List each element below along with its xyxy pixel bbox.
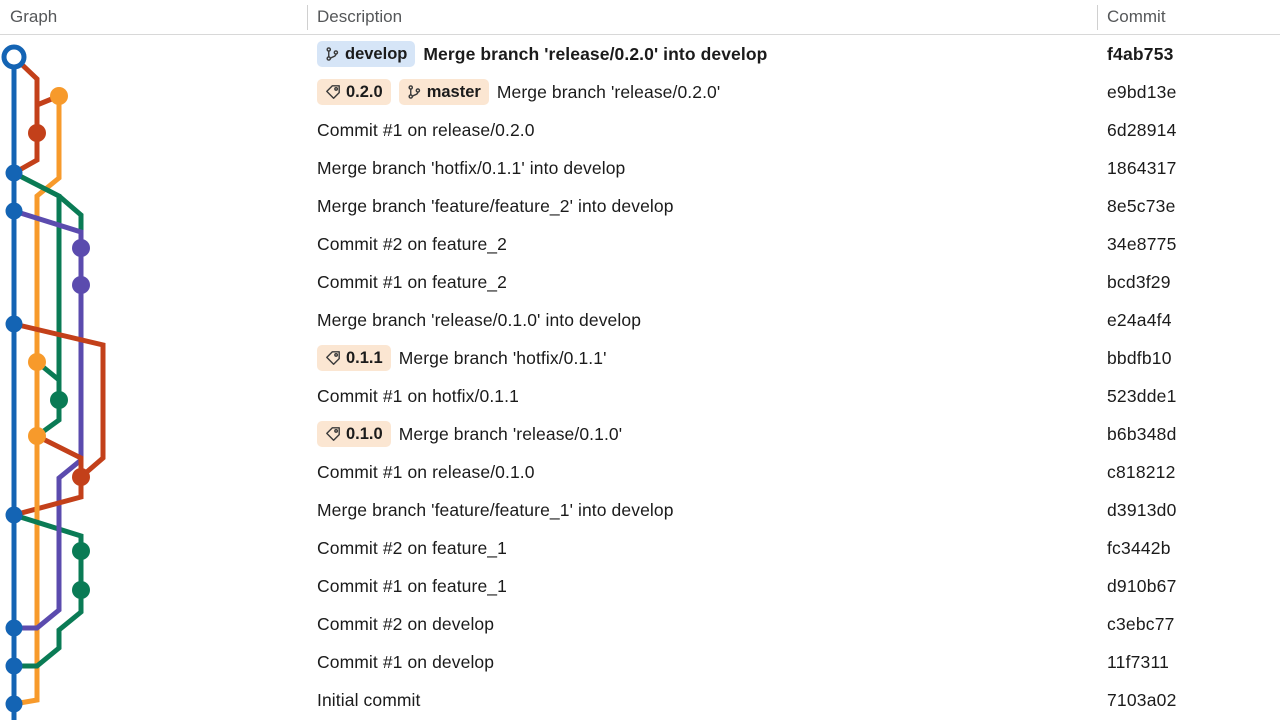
- ref-label: develop: [345, 44, 408, 63]
- commit-description-cell: 0.1.0 Merge branch 'release/0.1.0': [317, 415, 622, 453]
- commit-hash[interactable]: c818212: [1107, 461, 1176, 482]
- commit-description-cell: Merge branch 'hotfix/0.1.1' into develop: [317, 149, 625, 187]
- tag-badge-0.1.1[interactable]: 0.1.1: [317, 345, 391, 371]
- column-divider-graph-desc[interactable]: [307, 5, 308, 30]
- commit-message: Merge branch 'release/0.2.0' into develo…: [423, 43, 768, 64]
- commit-message: Merge branch 'hotfix/0.1.1' into develop: [317, 157, 626, 178]
- commit-message: Merge branch 'feature/feature_2' into de…: [317, 195, 674, 216]
- branch-badge-master[interactable]: master: [398, 79, 489, 105]
- commit-description-cell: 0.1.1 Merge branch 'hotfix/0.1.1': [317, 339, 607, 377]
- commit-hash[interactable]: fc3442b: [1107, 537, 1171, 558]
- commit-message: Commit #2 on feature_1: [317, 537, 507, 558]
- table-header: Graph Description Commit: [0, 0, 1280, 35]
- commit-description-cell: Commit #1 on develop: [317, 643, 494, 681]
- ref-label: 0.1.0: [346, 424, 383, 443]
- commit-row[interactable]: Commit #2 on develop c3ebc77: [0, 605, 1280, 643]
- column-header-graph[interactable]: Graph: [10, 7, 58, 26]
- commit-row[interactable]: 0.2.0 master Merge branch 'release/0.2.0' e…: [0, 73, 1280, 111]
- commit-hash[interactable]: d910b67: [1107, 575, 1177, 596]
- commit-hash[interactable]: 7103a02: [1107, 689, 1177, 710]
- commit-hash[interactable]: e9bd13e: [1107, 81, 1177, 102]
- commit-row[interactable]: Initial commit 7103a02: [0, 681, 1280, 719]
- column-divider-desc-commit[interactable]: [1097, 5, 1098, 30]
- commit-message: Commit #1 on hotfix/0.1.1: [317, 385, 519, 406]
- commit-hash[interactable]: 6d28914: [1107, 119, 1177, 140]
- commit-description-cell: Commit #1 on feature_2: [317, 263, 507, 301]
- ref-label: 0.1.1: [346, 348, 383, 367]
- commit-list[interactable]: develop Merge branch 'release/0.2.0' into…: [0, 35, 1280, 720]
- commit-row[interactable]: Commit #2 on feature_1 fc3442b: [0, 529, 1280, 567]
- tag-icon: [326, 351, 340, 365]
- commit-description-cell: Commit #2 on feature_2: [317, 225, 507, 263]
- commit-hash[interactable]: d3913d0: [1107, 499, 1177, 520]
- commit-message: Merge branch 'release/0.1.0': [398, 423, 623, 444]
- commit-description-cell: Commit #2 on develop: [317, 605, 494, 643]
- commit-message: Initial commit: [317, 689, 421, 710]
- commit-row[interactable]: Merge branch 'release/0.1.0' into develo…: [0, 301, 1280, 339]
- tag-badge-0.2.0[interactable]: 0.2.0: [317, 79, 391, 105]
- commit-message: Merge branch 'feature/feature_1' into de…: [317, 499, 674, 520]
- commit-message: Commit #1 on feature_2: [317, 271, 507, 292]
- git-branch-icon: [408, 85, 420, 99]
- commit-description-cell: Merge branch 'feature/feature_2' into de…: [317, 187, 674, 225]
- commit-description-cell: 0.2.0 master Merge branch 'release/0.2.0': [317, 73, 720, 111]
- commit-description-cell: Initial commit: [317, 681, 421, 719]
- commit-row[interactable]: develop Merge branch 'release/0.2.0' into…: [0, 35, 1280, 73]
- commit-row[interactable]: Merge branch 'hotfix/0.1.1' into develop…: [0, 149, 1280, 187]
- commit-row[interactable]: Merge branch 'feature/feature_2' into de…: [0, 187, 1280, 225]
- commit-description-cell: Commit #1 on hotfix/0.1.1: [317, 377, 519, 415]
- commit-description-cell: Merge branch 'feature/feature_1' into de…: [317, 491, 674, 529]
- commit-hash[interactable]: 34e8775: [1107, 233, 1177, 254]
- commit-row[interactable]: 0.1.0 Merge branch 'release/0.1.0' b6b348d: [0, 415, 1280, 453]
- commit-description-cell: Commit #1 on feature_1: [317, 567, 507, 605]
- commit-message: Commit #1 on release/0.1.0: [317, 461, 535, 482]
- tag-icon: [326, 85, 340, 99]
- commit-description-cell: develop Merge branch 'release/0.2.0' into…: [317, 35, 767, 73]
- commit-row[interactable]: Commit #1 on release/0.2.0 6d28914: [0, 111, 1280, 149]
- commit-message: Merge branch 'hotfix/0.1.1': [398, 347, 607, 368]
- commit-row[interactable]: Commit #2 on feature_2 34e8775: [0, 225, 1280, 263]
- column-header-description[interactable]: Description: [317, 7, 403, 26]
- git-branch-icon: [326, 47, 339, 61]
- commit-row[interactable]: Commit #1 on feature_2 bcd3f29: [0, 263, 1280, 301]
- commit-row[interactable]: Merge branch 'feature/feature_1' into de…: [0, 491, 1280, 529]
- commit-row[interactable]: Commit #1 on release/0.1.0 c818212: [0, 453, 1280, 491]
- commit-row[interactable]: Commit #1 on feature_1 d910b67: [0, 567, 1280, 605]
- commit-hash[interactable]: e24a4f4: [1107, 309, 1172, 330]
- commit-hash[interactable]: 11f7311: [1107, 651, 1170, 672]
- commit-row[interactable]: Commit #1 on develop 11f7311: [0, 643, 1280, 681]
- commit-hash[interactable]: 1864317: [1107, 157, 1177, 178]
- commit-hash[interactable]: c3ebc77: [1107, 613, 1175, 634]
- commit-message: Merge branch 'release/0.1.0' into develo…: [317, 309, 642, 330]
- commit-description-cell: Commit #1 on release/0.2.0: [317, 111, 535, 149]
- commit-hash[interactable]: f4ab753: [1107, 43, 1174, 64]
- column-header-commit[interactable]: Commit: [1107, 7, 1166, 26]
- commit-description-cell: Merge branch 'release/0.1.0' into develo…: [317, 301, 641, 339]
- branch-badge-develop[interactable]: develop: [317, 41, 416, 67]
- commit-message: Commit #1 on release/0.2.0: [317, 119, 535, 140]
- commit-message: Commit #2 on develop: [317, 613, 495, 634]
- commit-hash[interactable]: bcd3f29: [1107, 271, 1171, 292]
- commit-hash[interactable]: bbdfb10: [1107, 347, 1172, 368]
- commit-message: Commit #1 on feature_1: [317, 575, 507, 596]
- commit-message: Merge branch 'release/0.2.0': [496, 81, 721, 102]
- commit-hash[interactable]: 8e5c73e: [1107, 195, 1176, 216]
- tag-icon: [326, 427, 340, 441]
- tag-badge-0.1.0[interactable]: 0.1.0: [317, 421, 391, 447]
- commit-row[interactable]: Commit #1 on hotfix/0.1.1 523dde1: [0, 377, 1280, 415]
- commit-description-cell: Commit #2 on feature_1: [317, 529, 507, 567]
- ref-label: master: [426, 82, 481, 101]
- commit-row[interactable]: 0.1.1 Merge branch 'hotfix/0.1.1' bbdfb10: [0, 339, 1280, 377]
- commit-hash[interactable]: b6b348d: [1107, 423, 1177, 444]
- ref-label: 0.2.0: [346, 82, 383, 101]
- commit-message: Commit #1 on develop: [317, 651, 495, 672]
- commit-hash[interactable]: 523dde1: [1107, 385, 1177, 406]
- commit-message: Commit #2 on feature_2: [317, 233, 507, 254]
- commit-description-cell: Commit #1 on release/0.1.0: [317, 453, 535, 491]
